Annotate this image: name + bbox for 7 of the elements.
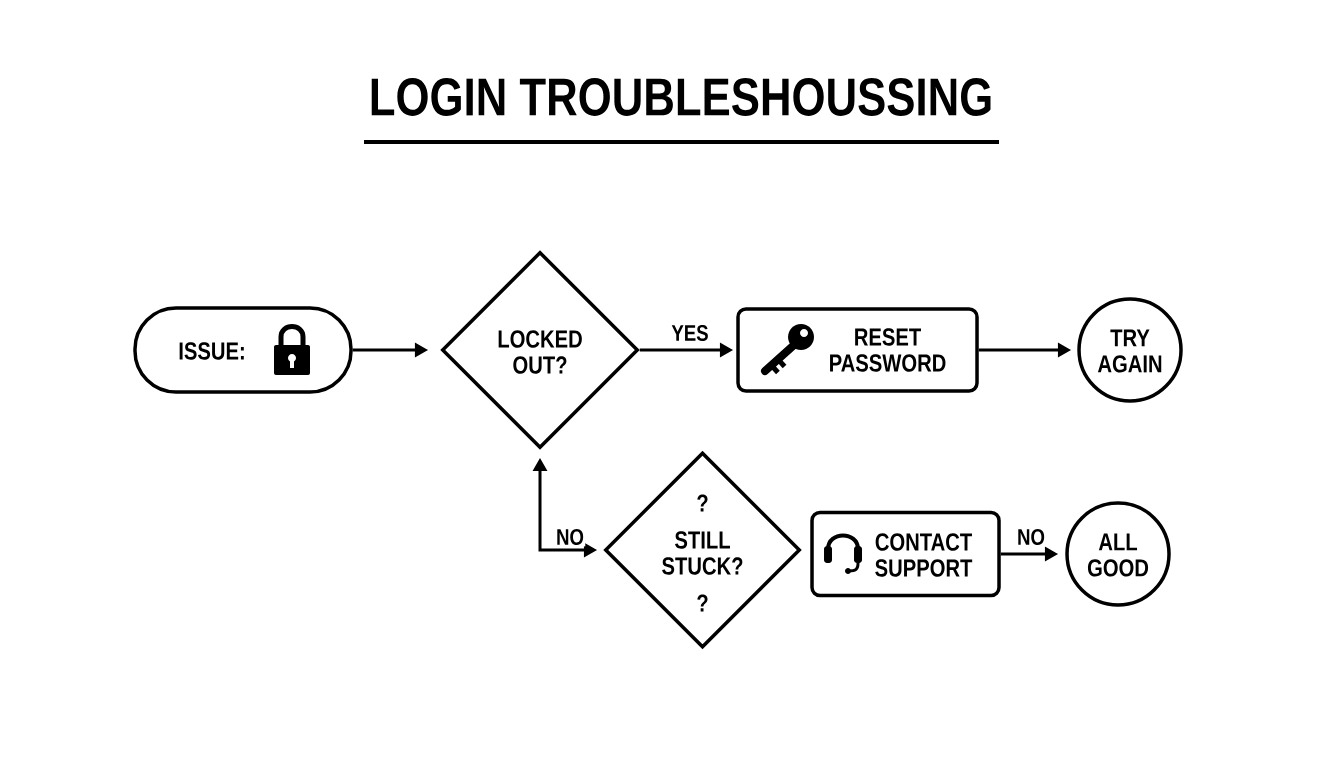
edge-label: YES xyxy=(670,323,710,343)
title: LOGIN TROUBLESHOUSSING xyxy=(371,78,991,116)
process-box: RESET PASSWORD xyxy=(736,307,979,393)
terminal-pill: ISSUE: xyxy=(133,306,353,394)
edge-label: NO xyxy=(554,527,586,547)
edge-label: NO xyxy=(1015,527,1047,547)
process-box: CONTACT SUPPORT xyxy=(810,510,1001,598)
